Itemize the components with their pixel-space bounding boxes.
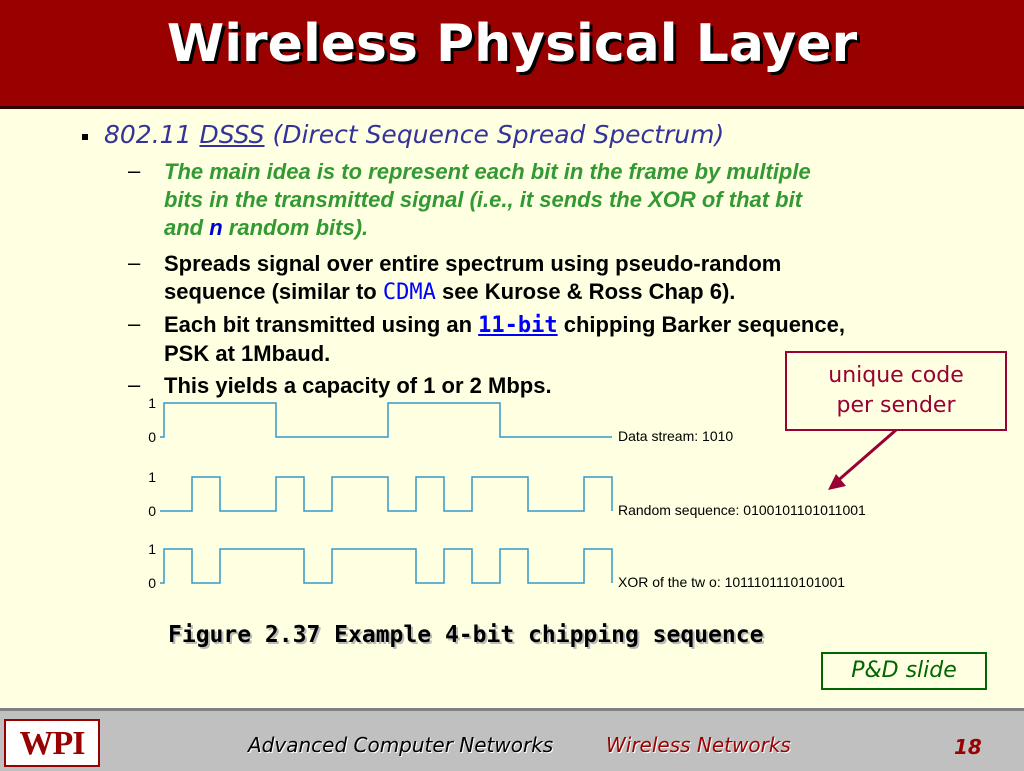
signal-caption-1: Data stream: 1010 <box>618 428 733 444</box>
signal-low-label-3: 0 <box>148 575 156 591</box>
sub-bullet-spreads: Spreads signal over entire spectrum usin… <box>164 250 964 307</box>
eleven-bit-term: 11-bit <box>478 313 558 338</box>
figure-caption: Figure 2.37 Example 4-bit chipping seque… <box>168 622 764 648</box>
signal-high-label-2: 1 <box>148 469 156 485</box>
barker-pre: Each bit transmitted using an <box>164 312 479 337</box>
dash-1: – <box>128 158 141 183</box>
signal-low-label-2: 0 <box>148 503 156 519</box>
main-idea-line-1: The main idea is to represent each bit i… <box>164 159 811 184</box>
spreads-line-1: Spreads signal over entire spectrum usin… <box>164 251 782 276</box>
sub-bullet-main-idea: The main idea is to represent each bit i… <box>164 158 964 242</box>
footer-course: Advanced Computer Networks <box>248 733 554 757</box>
dash-4: – <box>128 372 141 397</box>
bullet-dsss: 802.11 DSSS (Direct Sequence Spread Spec… <box>104 120 724 149</box>
signal-caption-2: Random sequence: 0100101101011001 <box>618 502 866 518</box>
footer-bar: WPI Advanced Computer Networks Wireless … <box>0 708 1024 771</box>
signal-low-label-1: 0 <box>148 429 156 445</box>
signal-waveform-2 <box>160 476 613 512</box>
bullet-marker <box>82 134 88 140</box>
callout-line-2: per sender <box>836 393 956 418</box>
signal-waveform-1 <box>160 402 612 438</box>
page-number: 18 <box>954 735 982 759</box>
capacity-line: This yields a capacity of 1 or 2 Mbps. <box>164 373 552 398</box>
variable-n: n <box>209 215 223 240</box>
callout-arrow-line <box>833 428 897 486</box>
sub-bullet-barker: Each bit transmitted using an 11-bit chi… <box>164 311 964 368</box>
wpi-logo-text: WPI <box>19 725 86 762</box>
main-idea-line-3: and n random bits). <box>164 214 964 242</box>
bullet-dsss-term: DSSS <box>199 120 265 149</box>
wpi-logo: WPI <box>4 719 100 767</box>
signal-caption-3: XOR of the tw o: 1011101110101001 <box>618 574 845 590</box>
pd-slide-badge: P&D slide <box>821 652 987 690</box>
barker-post: chipping Barker sequence, <box>557 312 845 337</box>
callout-arrow-head <box>828 474 846 490</box>
title-bar: Wireless Physical Layer <box>0 0 1024 109</box>
footer-topic: Wireless Networks <box>606 733 791 757</box>
main-idea-line-2: bits in the transmitted signal (i.e., it… <box>164 187 803 212</box>
callout-line-1: unique code <box>828 363 964 388</box>
spreads-post: see Kurose & Ross Chap 6). <box>435 279 736 304</box>
dash-2: – <box>128 250 141 275</box>
sub-bullet-capacity: This yields a capacity of 1 or 2 Mbps. <box>164 372 964 400</box>
callout-unique-code: unique code per sender <box>785 351 1007 431</box>
barker-line-1: Each bit transmitted using an 11-bit chi… <box>164 311 964 340</box>
main-idea-and: and <box>164 215 210 240</box>
signal-waveform-3 <box>160 548 613 584</box>
cdma-term: CDMA <box>382 280 436 305</box>
bullet-prefix: 802.11 <box>104 120 200 149</box>
barker-line-2: PSK at 1Mbaud. <box>164 341 331 366</box>
spreads-pre: sequence (similar to <box>164 279 383 304</box>
dash-3: – <box>128 311 141 336</box>
slide-title: Wireless Physical Layer <box>166 14 858 74</box>
bullet-suffix: (Direct Sequence Spread Spectrum) <box>264 120 725 149</box>
main-idea-tail: random bits). <box>222 215 369 240</box>
spreads-line-2: sequence (similar to CDMA see Kurose & R… <box>164 278 964 307</box>
signal-high-label-1: 1 <box>148 395 156 411</box>
signal-high-label-3: 1 <box>148 541 156 557</box>
